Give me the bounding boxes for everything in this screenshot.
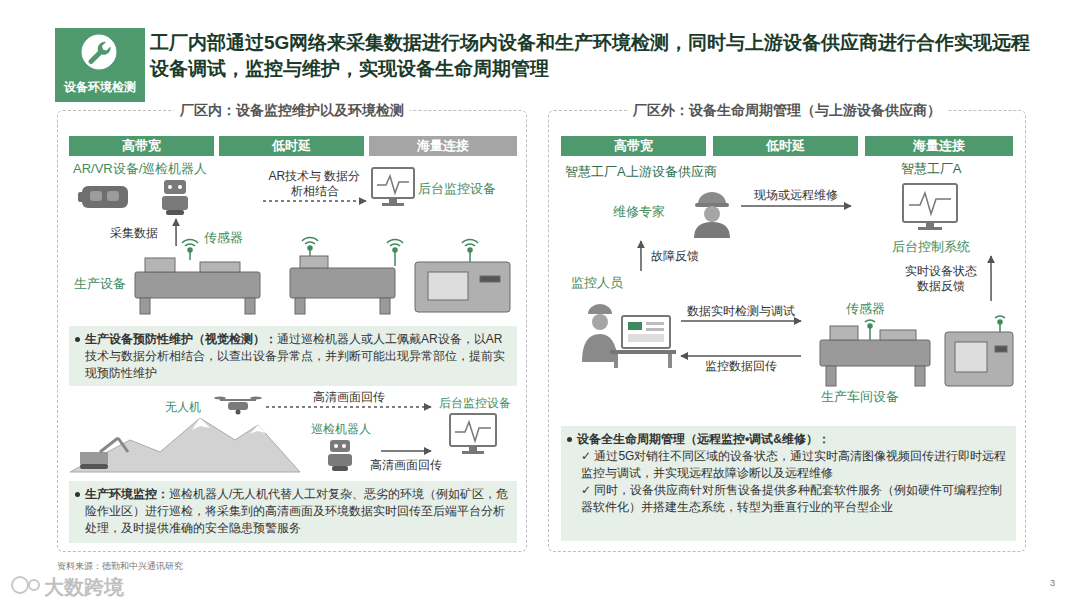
region-panel: 厂区外：设备生命周期管理（与上游设备供应商）高带宽低时延海量连接智慧工厂A上游设… bbox=[548, 110, 1026, 552]
bar-label: 低时延 bbox=[766, 137, 805, 155]
patrol-robot bbox=[162, 180, 188, 215]
sensor-antennas bbox=[865, 316, 1005, 340]
bar-label: 海量连接 bbox=[913, 137, 965, 155]
watermark: 大数跨境 bbox=[44, 574, 124, 601]
bar-label: 低时延 bbox=[272, 137, 311, 155]
labeled-item: 传感器生产车间设备 bbox=[801, 301, 1021, 411]
edge-label: 现场或远程维修 bbox=[744, 187, 848, 202]
monitor-icon bbox=[450, 414, 496, 454]
feature-bar: 低时延 bbox=[713, 136, 858, 156]
item-label: 监控人员 bbox=[571, 275, 681, 291]
feature-bar: 海量连接 bbox=[865, 136, 1013, 156]
feature-bar: 高带宽 bbox=[561, 136, 706, 156]
monitor-icon bbox=[903, 184, 957, 230]
monitoring-operator bbox=[582, 304, 676, 368]
workshop-equipment bbox=[820, 326, 1013, 386]
vr-goggles bbox=[78, 186, 128, 208]
note-box: 设备全生命周期管理（远程监控•调试&维修）：✓ 通过5G对销往不同区域的设备状态… bbox=[561, 426, 1016, 541]
edge-label: 数据实时检测与调试 bbox=[683, 303, 799, 318]
page-number: 3 bbox=[1050, 578, 1055, 588]
item-label: 后台控制系统 bbox=[892, 239, 970, 255]
patrol-robot-small bbox=[328, 440, 352, 471]
feature-bar: 海量连接 bbox=[369, 136, 517, 156]
item-label: 智慧工厂A上游设备供应商 bbox=[565, 164, 741, 180]
item-label: 巡检机器人 bbox=[311, 421, 371, 437]
production-machines bbox=[135, 256, 510, 314]
item-label: 维修专家 bbox=[613, 204, 741, 220]
heading-ground: 厂区外：设备生命周期管理（与上游设备供应商） bbox=[627, 102, 947, 118]
edge-label: 实时设备状态 数据反馈 bbox=[901, 264, 981, 294]
edge-label: 故障反馈 bbox=[647, 249, 703, 264]
flow-arrow bbox=[381, 450, 431, 452]
flow-arrow bbox=[681, 320, 801, 322]
wrench-icon bbox=[79, 32, 119, 72]
source-note: 资料来源：德勤和中兴通讯研究 bbox=[57, 560, 183, 573]
flow-arrow bbox=[640, 241, 642, 271]
flow-arrow bbox=[741, 205, 851, 207]
bullet-dot bbox=[75, 492, 80, 497]
slide-title: 工厂内部通过5G网络来采集数据进行场内设备和生产环境检测，同时与上游设备供应商进… bbox=[150, 30, 1040, 82]
labeled-item: AR/VR设备/巡检机器人 bbox=[73, 161, 263, 219]
note-text: 生产环境监控：巡检机器人/无人机代替人工对复杂、恶劣的环境（例如矿区，危险作业区… bbox=[85, 486, 509, 537]
watermark-logo bbox=[12, 577, 39, 593]
feature-bar: 低时延 bbox=[219, 136, 364, 156]
edge-label: 高清画面回传 bbox=[368, 458, 444, 473]
note-heading: 设备全生命周期管理（远程监控•调试&维修）： bbox=[577, 431, 1008, 448]
note-bullet: ✓ 通过5G对销往不同区域的设备状态，通过实时高清图像视频回传进行即时远程监控与… bbox=[577, 448, 1008, 482]
edge-label: 高清画面回传 bbox=[304, 389, 394, 404]
item-label: 智慧工厂A bbox=[901, 161, 962, 177]
edge-label: 采集数据 bbox=[106, 225, 162, 240]
flow-arrow bbox=[266, 406, 431, 408]
heading-ground: 厂区内：设备监控维护以及环境检测 bbox=[174, 102, 410, 118]
bar-label: 高带宽 bbox=[614, 137, 653, 155]
panel-heading: 厂区内：设备监控维护以及环境检测 bbox=[58, 101, 526, 119]
note-box: 生产设备预防性维护（视觉检测）：通过巡检机器人或人工佩戴AR设备，以AR技术与数… bbox=[69, 326, 517, 386]
note-heading: 生产设备预防性维护（视觉检测）： bbox=[85, 332, 277, 346]
note-heading: 生产环境监控： bbox=[85, 487, 169, 501]
mountains bbox=[70, 418, 300, 472]
monitor-icon bbox=[372, 168, 414, 206]
repair-expert bbox=[694, 192, 730, 238]
labeled-item: 智慧工厂A 后台控制系统 bbox=[851, 161, 1011, 256]
item-label: 无人机 bbox=[165, 399, 201, 415]
labeled-item: 巡检机器人 bbox=[301, 421, 381, 476]
edge-label: AR技术与 数据分析相结合 bbox=[265, 169, 365, 199]
item-label: 后台监控设备 bbox=[439, 395, 511, 411]
note-bullet: ✓ 同时，设备供应商针对所售设备提供多种配套软件服务（例如硬件可编程控制器软件化… bbox=[577, 482, 1008, 516]
labeled-item: 智慧工厂A上游设备供应商维修专家 bbox=[561, 164, 741, 241]
feature-bar: 高带宽 bbox=[69, 136, 214, 156]
flow-arrow bbox=[990, 256, 992, 301]
bullet-dot bbox=[567, 437, 572, 442]
badge-label: 设备环境检测 bbox=[64, 79, 136, 96]
bar-label: 海量连接 bbox=[417, 137, 469, 155]
bar-label: 高带宽 bbox=[122, 137, 161, 155]
labeled-item: 后台监控设备 bbox=[431, 395, 519, 463]
item-label: AR/VR设备/巡检机器人 bbox=[73, 161, 263, 177]
note-box: 生产环境监控：巡检机器人/无人机代替人工对复杂、恶劣的环境（例如矿区，危险作业区… bbox=[69, 481, 517, 543]
flow-arrow bbox=[175, 219, 177, 246]
labeled-item: 生产设备 bbox=[66, 246, 521, 321]
drone bbox=[214, 397, 262, 415]
edge-label: 监控数据回传 bbox=[691, 359, 791, 374]
note-text: 生产设备预防性维护（视觉检测）：通过巡检机器人或人工佩戴AR设备，以AR技术与数… bbox=[85, 331, 509, 382]
sensor-label: 传感器 bbox=[204, 229, 243, 247]
item-label: 生产设备 bbox=[74, 276, 126, 292]
item-label: 后台监控设备 bbox=[418, 181, 496, 197]
bullet-dot bbox=[75, 337, 80, 342]
item-label: 传感器 bbox=[846, 301, 1021, 317]
item-label: 生产车间设备 bbox=[821, 389, 1021, 405]
labeled-item: 无人机 bbox=[161, 393, 266, 421]
panel-heading: 厂区外：设备生命周期管理（与上游设备供应商） bbox=[549, 101, 1025, 119]
labeled-item: 监控人员 bbox=[561, 271, 681, 371]
labeled-item: 后台监控设备 bbox=[366, 166, 516, 211]
flow-arrow bbox=[681, 355, 801, 357]
flow-arrow bbox=[263, 200, 366, 202]
